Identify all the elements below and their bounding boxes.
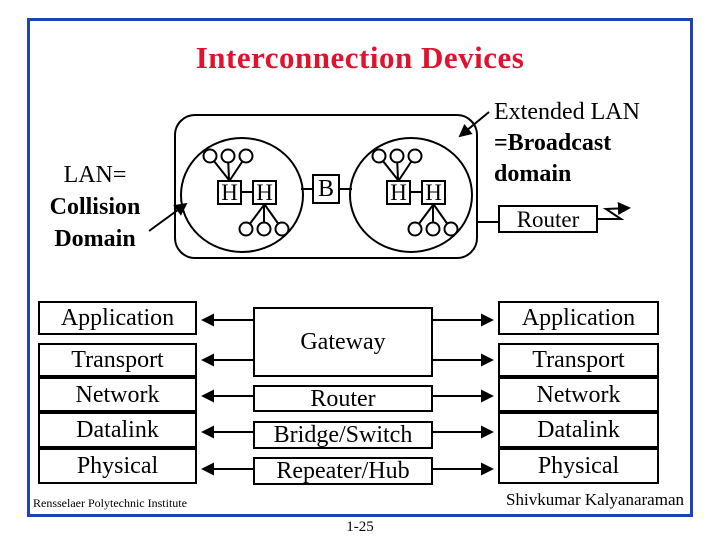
host-box-1: H	[217, 180, 242, 205]
footer-author: Shivkumar Kalyanaraman	[506, 490, 684, 509]
page-number: 1-25	[346, 519, 374, 535]
collision-domain-ellipse-left	[180, 137, 304, 253]
layer-label: Application	[60, 305, 175, 331]
layer-box-left-datalink: Datalink	[38, 412, 197, 448]
lan-pointer-arrow	[148, 202, 188, 232]
layer-label: Application	[521, 305, 636, 331]
device-label: Gateway	[300, 329, 386, 355]
layer-label: Physical	[537, 453, 620, 479]
layer-box-left-physical: Physical	[38, 448, 197, 484]
lan-label-line2: Collision	[49, 194, 141, 220]
host-box-2: H	[252, 180, 277, 205]
collision-domain-ellipse-right	[349, 137, 473, 253]
layer-box-right-transport: Transport	[498, 343, 659, 377]
device-box-gateway: Gateway	[253, 307, 433, 377]
bridge-letter: B	[317, 176, 334, 202]
host-letter: H	[221, 180, 238, 205]
lan-label-line3: Domain	[54, 226, 136, 252]
layer-label: Datalink	[76, 417, 159, 443]
device-box-repeater-hub: Repeater/Hub	[253, 457, 433, 485]
device-label: Bridge/Switch	[273, 422, 413, 448]
layer-mapping-arrows-right	[433, 313, 494, 476]
footer-institute: Rensselaer Polytechnic Institute	[33, 496, 187, 510]
layer-mapping-arrows-left	[201, 313, 253, 476]
layer-box-left-transport: Transport	[38, 343, 197, 377]
device-label: Router	[310, 385, 376, 412]
extended-label-line2: =Broadcast	[494, 130, 612, 156]
host-letter: H	[390, 180, 407, 205]
layer-label: Transport	[532, 347, 625, 373]
layer-box-left-network: Network	[38, 377, 197, 412]
layer-box-right-physical: Physical	[498, 448, 659, 484]
host-letter: H	[256, 180, 273, 205]
layer-label: Datalink	[537, 417, 620, 443]
device-label: Repeater/Hub	[276, 458, 410, 484]
page-title: Interconnection Devices	[195, 40, 525, 75]
layer-box-left-application: Application	[38, 301, 197, 335]
extended-lan-pointer-arrow	[458, 111, 490, 138]
device-box-bridge-switch: Bridge/Switch	[253, 421, 433, 449]
router-zigzag-arrow	[598, 201, 631, 220]
layer-label: Network	[536, 381, 621, 408]
lan-label-line1: LAN=	[63, 162, 127, 188]
layer-label: Transport	[71, 347, 164, 373]
lan-collision-label: LAN= Collision Domain	[30, 159, 160, 255]
device-box-router: Router	[253, 385, 433, 412]
extended-label-line1: Extended LAN	[494, 99, 640, 125]
host-box-3: H	[386, 180, 411, 205]
bridge-box: B	[312, 174, 340, 204]
extended-label-line3: domain	[494, 161, 572, 187]
extended-lan-boundary	[174, 114, 478, 259]
host-box-4: H	[421, 180, 446, 205]
layer-label: Physical	[76, 453, 159, 479]
extended-lan-label: Extended LAN =Broadcast domain	[494, 97, 684, 190]
router-label: Router	[516, 206, 580, 232]
layer-box-right-datalink: Datalink	[498, 412, 659, 448]
station-node-circles	[202, 148, 459, 237]
layer-box-right-application: Application	[498, 301, 659, 335]
layer-box-right-network: Network	[498, 377, 659, 412]
host-letter: H	[425, 180, 442, 205]
layer-label: Network	[75, 381, 160, 408]
router-box: Router	[498, 205, 598, 233]
